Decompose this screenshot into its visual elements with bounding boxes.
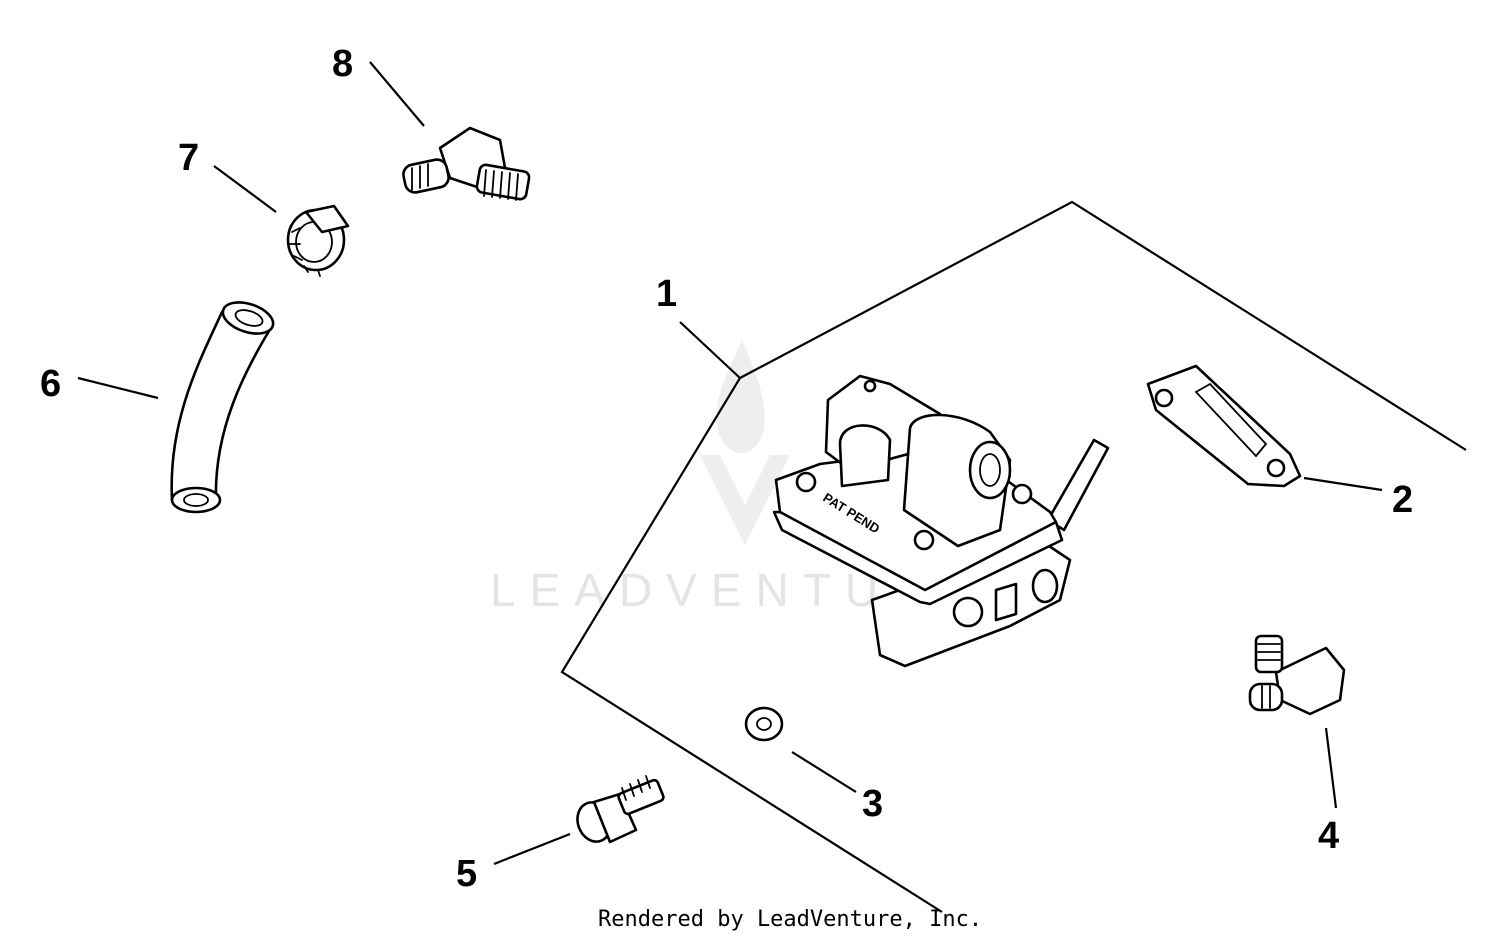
callout-5: 5 (456, 853, 477, 895)
callout-7: 7 (178, 137, 199, 179)
part-5-screw (576, 775, 665, 844)
part-6-fuel-hose (170, 301, 275, 514)
assembly-frame (739, 200, 1467, 451)
leader-2 (1303, 476, 1383, 492)
leader-5 (493, 832, 571, 866)
part-2-gasket (1146, 364, 1302, 488)
part-7-hose-clamp (286, 204, 350, 277)
part-8-elbow-fitting (402, 126, 531, 201)
leader-7 (213, 165, 277, 213)
leader-3 (791, 751, 857, 793)
callout-3: 3 (862, 783, 883, 825)
watermark-logo (700, 340, 790, 545)
part-3-washer (744, 706, 784, 742)
callout-6: 6 (40, 363, 61, 405)
credit-line: Rendered by LeadVenture, Inc. (598, 907, 982, 932)
callout-4: 4 (1318, 815, 1339, 857)
leader-8 (369, 61, 425, 127)
callout-2: 2 (1392, 479, 1413, 521)
assembly-frame-lower (560, 377, 943, 913)
callout-1: 1 (656, 273, 677, 315)
part-4-fitting (1248, 634, 1346, 716)
callout-8: 8 (332, 43, 353, 85)
leader-1 (679, 321, 741, 379)
leader-6 (77, 376, 159, 400)
leader-4 (1324, 727, 1338, 809)
part-1-fuel-pump: PAT PEND (772, 374, 1110, 668)
